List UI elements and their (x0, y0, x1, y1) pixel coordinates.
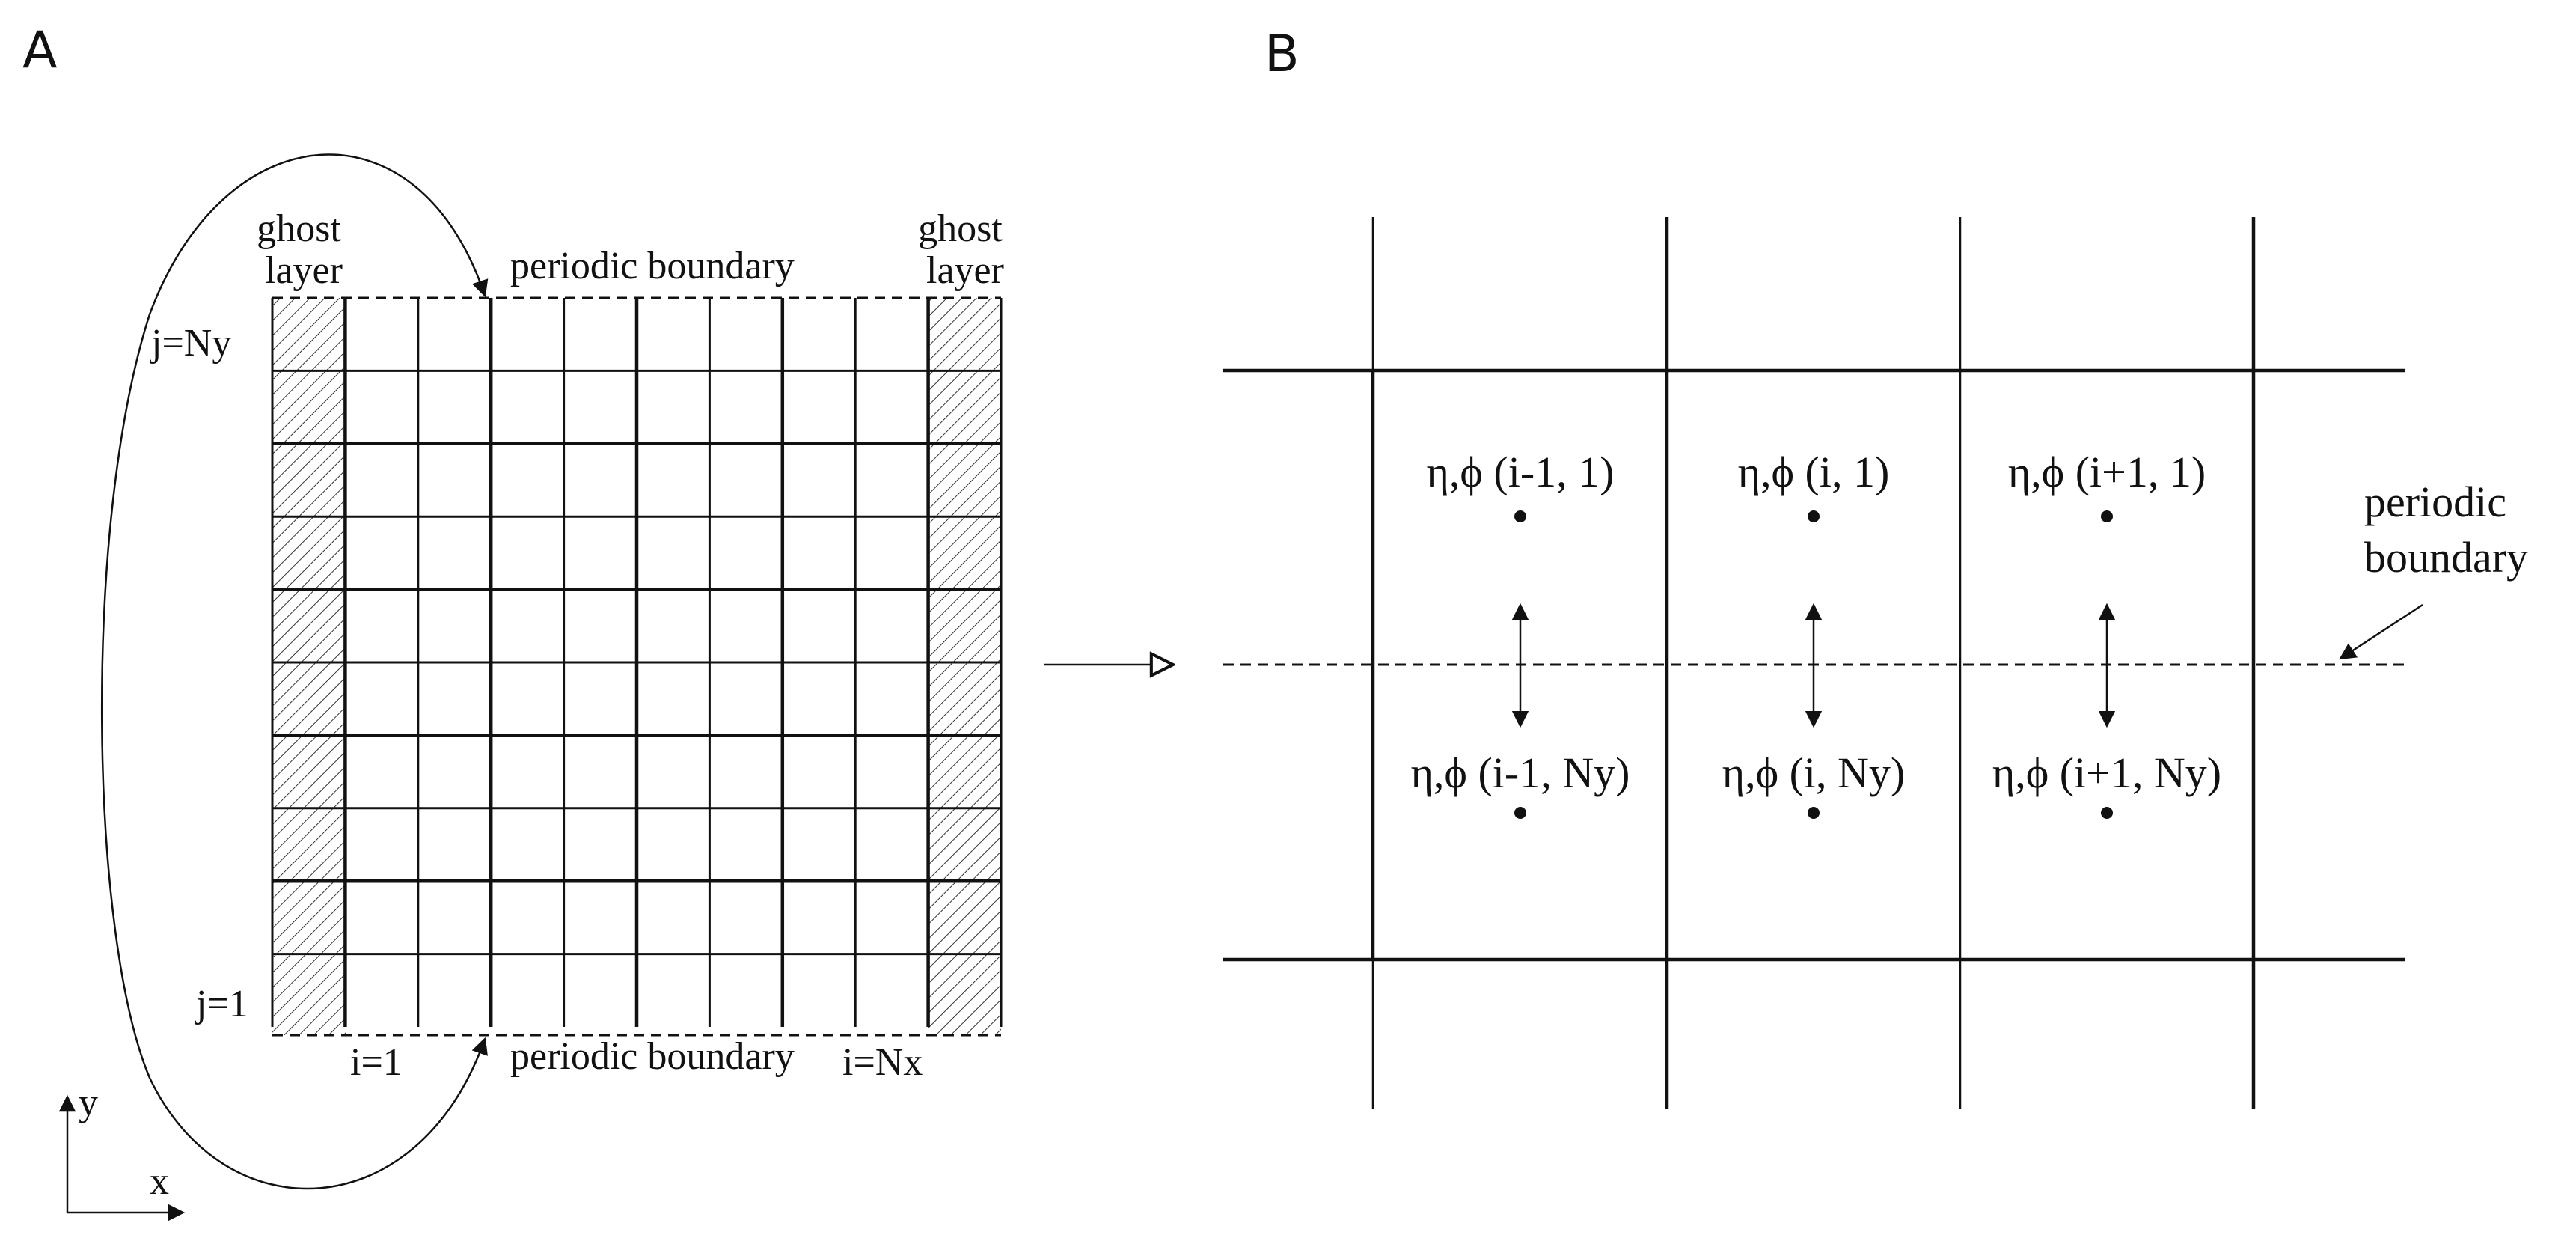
periodic-boundary-bottom-label: periodic boundary (510, 1035, 795, 1078)
panel-a: A ghost layer ghost layer periodic bound… (22, 21, 1012, 1222)
node-dot-bottom-1 (1514, 807, 1526, 819)
ghost-layer-left-label-1: ghost (257, 207, 341, 250)
node-dot-top-1 (1514, 510, 1526, 522)
node-label-bottom-1: η,ϕ (i-1, Ny) (1411, 748, 1630, 797)
node-label-top-1: η,ϕ (i-1, 1) (1427, 448, 1615, 496)
periodic-boundary-label-b: periodic boundary (2364, 478, 2528, 582)
i-left-label: i=1 (350, 1041, 403, 1084)
ghost-layer-right-label-1: ghost (918, 207, 1003, 250)
y-axis-label: y (79, 1082, 98, 1124)
panel-b-label: B (1264, 25, 1300, 84)
node-label-bottom-2: η,ϕ (i, Ny) (1722, 748, 1906, 797)
ghost-layer-left-label-2: layer (265, 249, 343, 292)
periodic-wrap-arrow (100, 153, 489, 1190)
j-top-label: j=Ny (150, 322, 231, 365)
x-axis-label: x (150, 1160, 169, 1203)
node-dot-bottom-2 (1808, 807, 1820, 819)
j-bottom-label: j=1 (195, 983, 248, 1025)
node-label-bottom-3: η,ϕ (i+1, Ny) (1992, 748, 2221, 797)
node-dot-top-3 (2101, 510, 2113, 522)
node-label-top-2: η,ϕ (i, 1) (1738, 448, 1890, 496)
periodic-boundary-label-b-2: boundary (2364, 533, 2528, 582)
node-dot-top-2 (1808, 510, 1820, 522)
i-right-label: i=Nx (842, 1041, 923, 1084)
periodic-boundary-callout-arrow (2339, 603, 2423, 660)
periodic-boundary-label-b-1: periodic (2364, 478, 2506, 526)
node-dot-bottom-3 (2101, 807, 2113, 819)
periodic-boundary-top-label: periodic boundary (510, 245, 795, 287)
grid-a (271, 298, 1003, 1027)
svg-text:ghost layer: ghost layer (257, 207, 351, 292)
ghost-layer-left-cells (272, 298, 346, 1035)
ghost-layer-right-cells (928, 298, 1001, 1035)
svg-text:ghost layer: ghost layer (918, 207, 1012, 292)
ghost-layer-right-label-2: layer (926, 249, 1004, 292)
panel-a-label: A (22, 21, 58, 80)
node-label-top-3: η,ϕ (i+1, 1) (2008, 448, 2206, 496)
panel-b: B η,ϕ (i-1, 1) η,ϕ (i, 1) η,ϕ (i+1, 1) η… (1223, 25, 2528, 1109)
